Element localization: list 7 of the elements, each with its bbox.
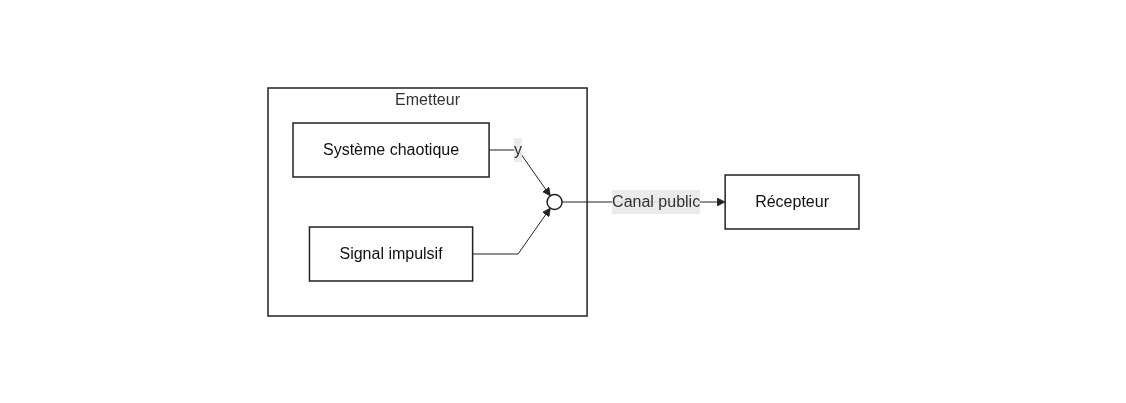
node-circle	[545, 193, 563, 210]
edge-label: y	[513, 140, 522, 158]
edge-label: Canal public	[611, 192, 700, 210]
arrow	[488, 149, 551, 196]
node-box: Signal impulsif	[308, 225, 473, 282]
node-box: Récepteur	[723, 173, 860, 230]
node-box: Système chaotique	[291, 121, 490, 178]
